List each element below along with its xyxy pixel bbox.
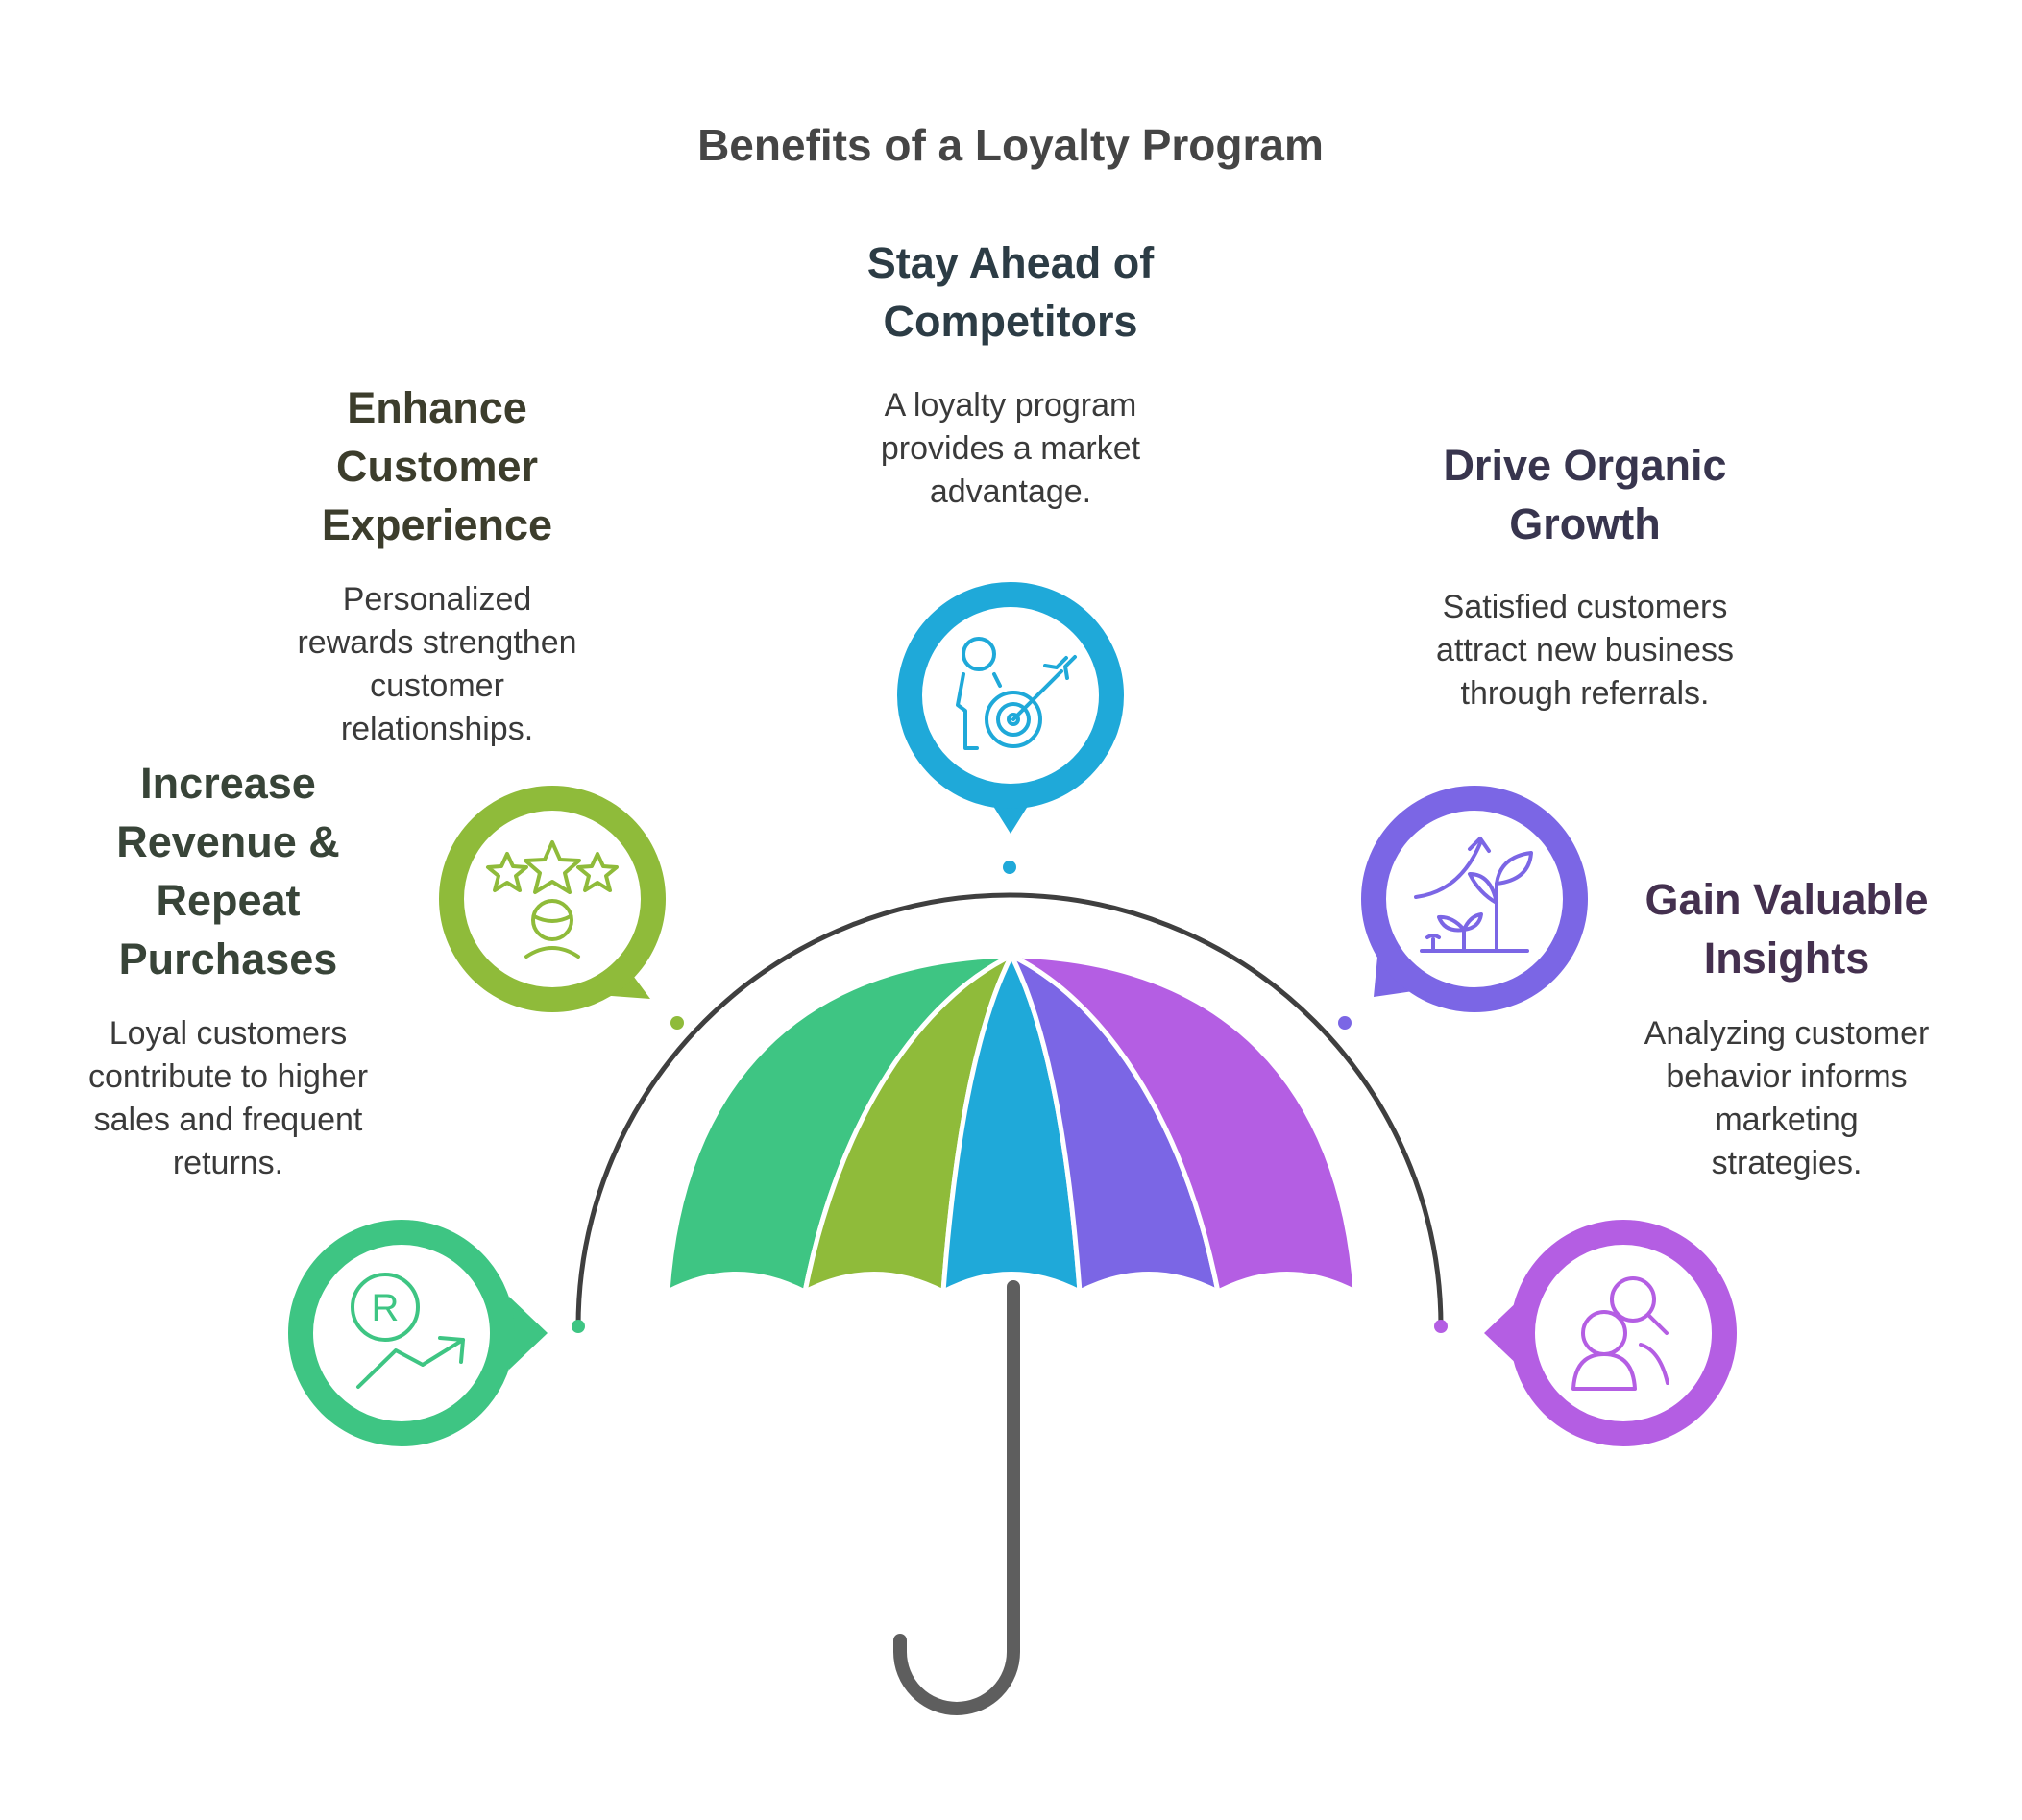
heading-line: Increase	[140, 759, 316, 808]
canopy-panel-violet	[1009, 953, 1358, 1295]
bubble-competitors	[897, 582, 1124, 834]
customer-rating-icon	[486, 840, 619, 959]
heading-experience: Enhance Customer Experience	[240, 378, 634, 554]
connector-dot-5	[1434, 1320, 1448, 1333]
description-competitors: A loyalty program provides a market adva…	[880, 387, 1141, 510]
heading-line: Enhance	[347, 383, 527, 432]
heading-line: Purchases	[118, 934, 338, 983]
connector-dot-2	[670, 1016, 684, 1030]
heading-line: Customer	[335, 442, 539, 491]
people-search-icon	[1571, 1276, 1669, 1391]
bubble-growth	[1361, 786, 1588, 1012]
svg-text:R: R	[372, 1287, 400, 1329]
connector-arc	[575, 892, 1444, 1327]
heading-line: Growth	[1509, 499, 1661, 548]
bubble-pointer	[509, 1297, 548, 1370]
heading-line: Stay Ahead of	[866, 238, 1155, 287]
heading-line: Competitors	[883, 297, 1138, 346]
description-experience: Personalized rewards strengthen customer…	[297, 581, 577, 747]
connector-dot-1	[572, 1320, 585, 1333]
plant-growth-icon	[1414, 837, 1533, 953]
description-revenue: Loyal customers contribute to higher sal…	[87, 1015, 369, 1181]
person-target-icon	[956, 637, 1077, 750]
heading-insights: Gain Valuable Insights	[1590, 870, 1984, 987]
connector-dot-4	[1338, 1016, 1352, 1030]
bubble-insights	[1484, 1220, 1737, 1446]
description-insights: Analyzing customer behavior informs mark…	[1644, 1015, 1930, 1181]
description-growth: Satisfied customers attract new business…	[1436, 589, 1734, 712]
heading-revenue: Increase Revenue & Repeat Purchases	[38, 754, 418, 988]
bubble-revenue: R	[288, 1220, 548, 1446]
heading-line: Insights	[1703, 934, 1870, 983]
umbrella-handle	[893, 1280, 1020, 1715]
heading-line: Experience	[321, 500, 553, 549]
bubble-experience	[439, 786, 666, 1012]
connector-dot-3	[1003, 861, 1016, 874]
heading-line: Drive Organic	[1443, 441, 1727, 490]
heading-line: Revenue &	[116, 817, 340, 866]
revenue-growth-icon: R	[351, 1273, 465, 1389]
heading-line: Gain Valuable	[1644, 875, 1929, 924]
page-title: Benefits of a Loyalty Program	[697, 120, 1324, 170]
heading-growth: Drive Organic Growth	[1388, 436, 1782, 553]
heading-competitors: Stay Ahead of Competitors	[814, 233, 1207, 351]
heading-line: Repeat	[156, 876, 301, 925]
